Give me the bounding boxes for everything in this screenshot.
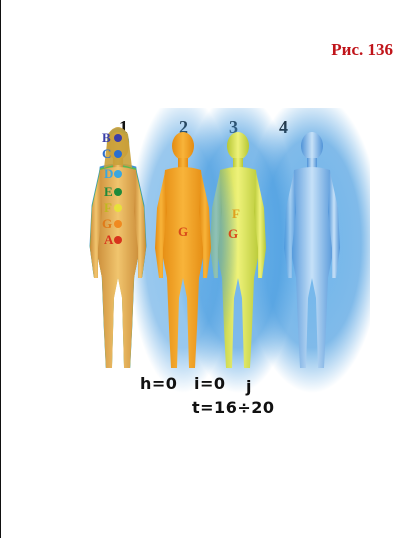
figure-3-letter-f: F <box>232 206 240 221</box>
chakra-letter-e: E <box>104 184 113 199</box>
label-t: t=16÷20 <box>192 398 275 417</box>
figure-caption: Рис. 136 <box>331 40 393 60</box>
label-j: j <box>246 377 252 396</box>
chakra-letter-d: D <box>104 166 113 181</box>
chakra-letter-b: B <box>102 130 111 145</box>
chakra-letter-c: C <box>102 146 111 161</box>
chakra-letter-f: F <box>104 200 112 215</box>
chakra-letter-g: G <box>102 216 112 231</box>
label-h: h=0 <box>140 374 177 393</box>
figure-2-letter-g: G <box>178 224 188 239</box>
label-i: i=0 <box>194 374 226 393</box>
figure-3-letter-g: G <box>228 226 238 241</box>
chakra-letter-a: A <box>104 232 114 247</box>
